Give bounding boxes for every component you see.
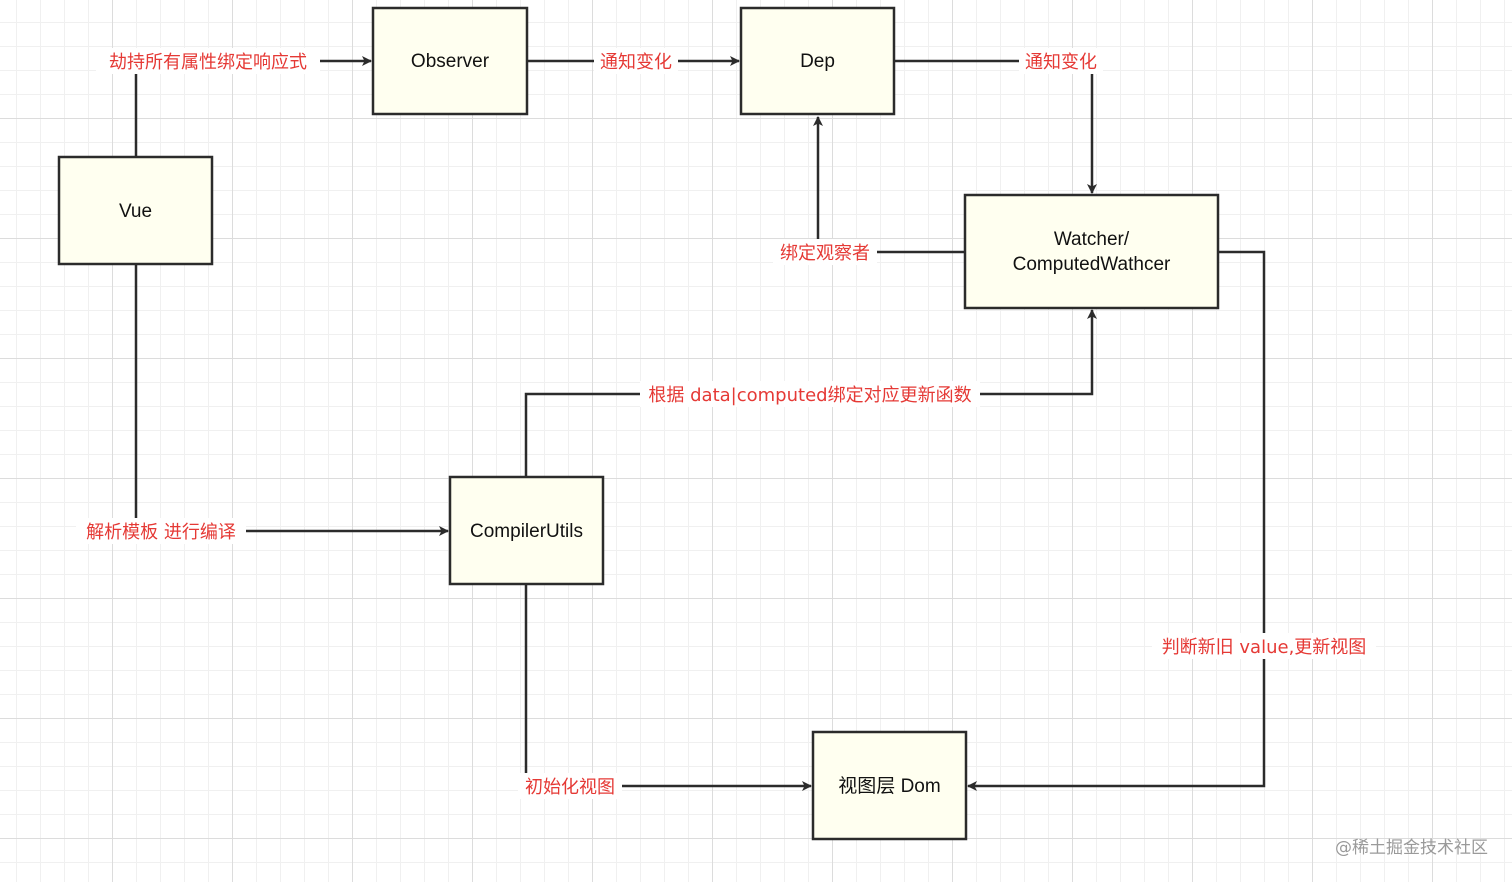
node-compiler-utils[interactable]: CompilerUtils <box>448 475 605 586</box>
edge-compiler-to-watcher: 根据 data|computed绑定对应更新函数 <box>524 309 1097 477</box>
edge-label-notify-change-2: 通知变化 <box>1025 52 1097 73</box>
edge-label-parse-template: 解析模板 进行编译 <box>86 522 236 543</box>
edge-label-compare-and-update: 判断新旧 value,更新视图 <box>1162 637 1367 658</box>
node-dep[interactable]: Dep <box>739 6 896 116</box>
edge-label-notify-change-1: 通知变化 <box>600 52 672 73</box>
node-vue-label: Vue <box>119 201 152 222</box>
edge-watcher-to-dep: 绑定观察者 <box>773 116 965 265</box>
edge-vue-to-observer: 劫持所有属性绑定响应式 <box>96 48 372 157</box>
edge-watcher-to-view: 判断新旧 value,更新视图 <box>967 250 1376 791</box>
edge-vue-to-compiler: 解析模板 进行编译 <box>76 264 449 544</box>
node-observer-label: Observer <box>411 51 490 72</box>
node-compiler-utils-label: CompilerUtils <box>470 521 583 542</box>
node-watcher-label-line1: Watcher/ <box>1054 229 1130 250</box>
node-watcher[interactable]: Watcher/ ComputedWathcer <box>963 193 1220 310</box>
node-watcher-label-line2: ComputedWathcer <box>1013 254 1171 275</box>
edge-observer-to-dep: 通知变化 <box>527 48 740 74</box>
node-observer[interactable]: Observer <box>371 6 529 116</box>
node-vue[interactable]: Vue <box>57 155 214 266</box>
edge-label-bind-update-functions: 根据 data|computed绑定对应更新函数 <box>648 385 971 406</box>
edge-label-init-view: 初始化视图 <box>525 777 615 798</box>
edge-label-bind-observer: 绑定观察者 <box>780 243 870 264</box>
watermark: @稀土掘金技术社区 <box>1335 838 1488 858</box>
edge-dep-to-watcher: 通知变化 <box>894 48 1103 194</box>
edge-label-hijack-properties: 劫持所有属性绑定响应式 <box>109 52 307 73</box>
edge-compiler-to-view: 初始化视图 <box>518 584 812 799</box>
node-view-dom-label: 视图层 Dom <box>838 775 940 797</box>
node-dep-label: Dep <box>800 51 835 72</box>
node-view-dom[interactable]: 视图层 Dom <box>811 730 968 841</box>
